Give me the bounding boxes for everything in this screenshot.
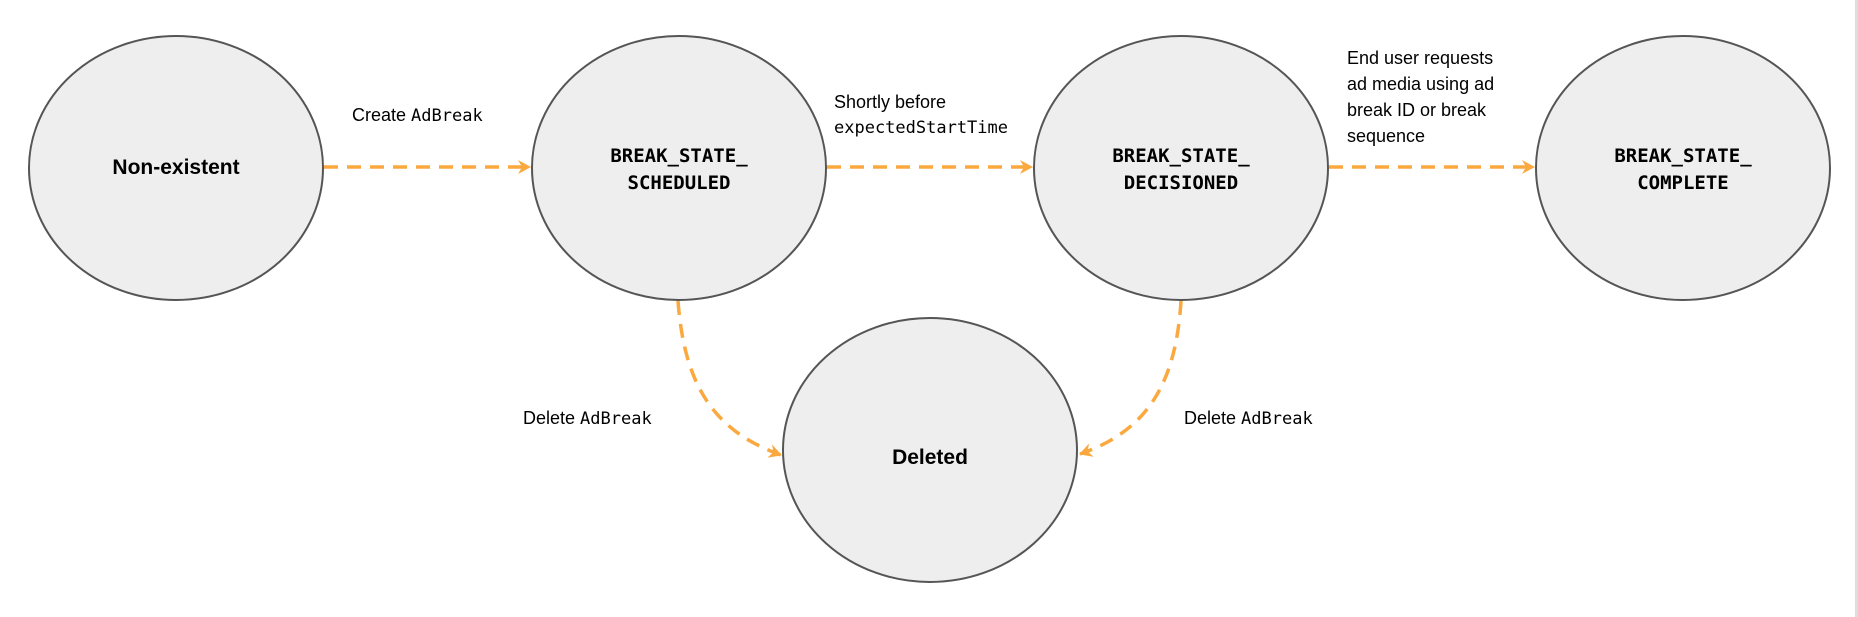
node-nonexistent-label: Non-existent <box>112 156 240 179</box>
label-line: break ID or break <box>1347 100 1487 120</box>
node-complete-label: BREAK_STATE_ COMPLETE <box>1614 143 1751 197</box>
node-complete <box>1535 35 1831 301</box>
label-text: Create <box>352 105 412 125</box>
node-scheduled-label: BREAK_STATE_ SCHEDULED <box>610 143 747 197</box>
label-line: ad media using ad <box>1347 74 1495 94</box>
label-text: Delete <box>523 408 581 428</box>
node-deleted <box>782 317 1078 583</box>
label-line: End user requests <box>1347 48 1494 68</box>
label-text: Delete <box>1184 408 1242 428</box>
edge-end-user-label: End user requests ad media using ad brea… <box>1347 45 1494 149</box>
edge-create-label: Create AdBreak <box>352 102 483 129</box>
edge-delete-from-scheduled <box>676 300 782 458</box>
label-line: SCHEDULED <box>627 172 731 194</box>
label-code: AdBreak <box>1241 409 1313 429</box>
label-line: BREAK_STATE_ <box>1614 145 1752 167</box>
edge-shortly-label: Shortly before expectedStartTime <box>834 89 1008 141</box>
right-border <box>1855 0 1858 617</box>
label-code: AdBreak <box>411 106 483 126</box>
label-line: DECISIONED <box>1123 172 1239 194</box>
label-line: COMPLETE <box>1637 172 1729 194</box>
label-code: expectedStartTime <box>834 118 1008 138</box>
label-line: sequence <box>1347 126 1426 146</box>
label-code: AdBreak <box>580 409 652 429</box>
edge-delete-right-label: Delete AdBreak <box>1184 405 1313 432</box>
node-decisioned <box>1033 35 1329 301</box>
node-nonexistent <box>28 35 324 301</box>
node-deleted-label: Deleted <box>892 446 968 469</box>
node-decisioned-label: BREAK_STATE_ DECISIONED <box>1112 143 1249 197</box>
edge-delete-left-label: Delete AdBreak <box>523 405 652 432</box>
label-line: BREAK_STATE_ <box>610 145 748 167</box>
label-line: BREAK_STATE_ <box>1112 145 1250 167</box>
node-scheduled <box>531 35 827 301</box>
label-text: Shortly before <box>834 92 947 112</box>
edge-delete-from-decisioned <box>1079 300 1183 457</box>
